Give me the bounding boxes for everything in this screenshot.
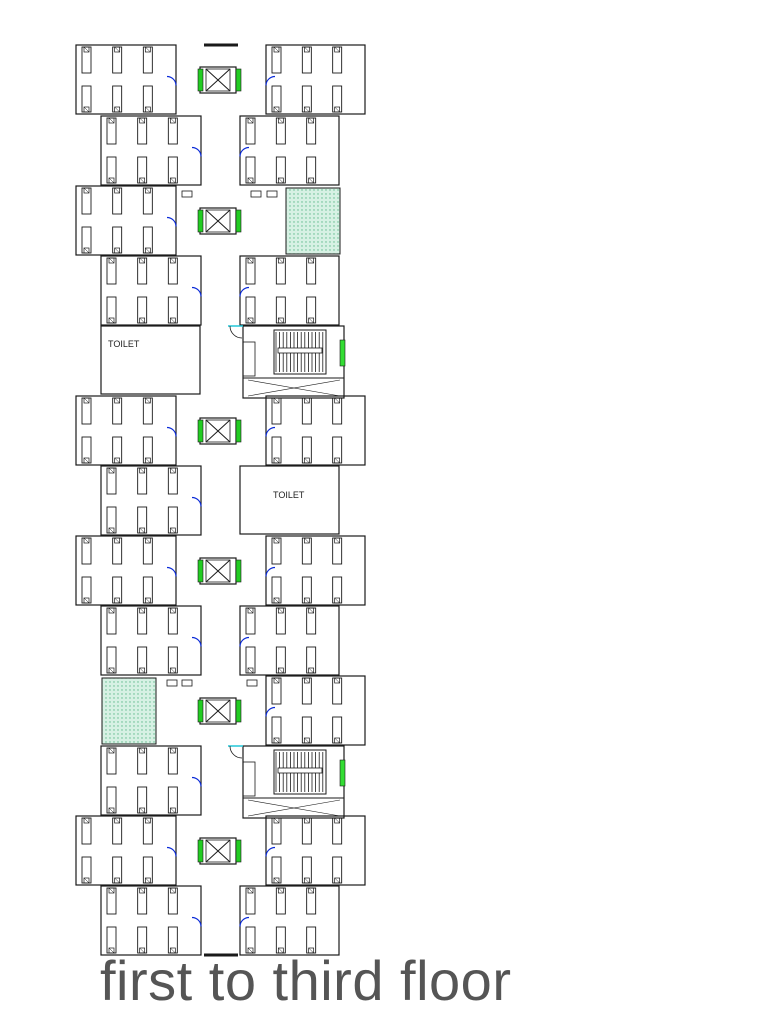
fixture-0	[181, 190, 193, 198]
hatched-shaft-lower	[101, 677, 157, 745]
fixture-4	[181, 679, 193, 687]
room-left-7	[100, 605, 202, 676]
room-left-4	[75, 395, 177, 466]
fixture-1	[250, 190, 262, 198]
room-right-4	[265, 395, 366, 466]
room-right-0	[265, 44, 366, 115]
room-right-1	[239, 115, 340, 186]
room-left-2	[75, 185, 177, 256]
hatched-shaft-upper	[285, 187, 341, 255]
room-left-10	[75, 815, 177, 886]
toilet-label-left: TOILET	[108, 339, 140, 349]
room-right-11	[239, 885, 340, 956]
fixture-2	[266, 190, 278, 198]
lift-core-2	[197, 207, 242, 235]
lift-core-0	[197, 66, 242, 94]
lift-cores	[166, 43, 278, 957]
room-right-8	[265, 675, 366, 746]
stair-core-upper	[228, 325, 346, 399]
room-left-5	[100, 465, 202, 536]
special-areas: TOILET TOILET	[100, 187, 341, 745]
room-left-3	[100, 255, 202, 326]
room-cells	[75, 44, 366, 956]
toilet-room-right	[239, 465, 340, 535]
toilet-label-right: TOILET	[273, 490, 305, 500]
lift-core-8	[197, 697, 242, 725]
drawing-caption: first to third floor	[100, 949, 512, 1012]
fixture-5	[246, 679, 258, 687]
toilet-room-left	[100, 325, 201, 395]
room-left-0	[75, 44, 177, 115]
stair-cores	[228, 325, 346, 819]
stair-core-lower	[228, 745, 346, 819]
lift-core-6	[197, 557, 242, 585]
lift-core-10	[197, 837, 242, 865]
fixture-3	[166, 679, 178, 687]
room-left-6	[75, 535, 177, 606]
room-left-1	[100, 115, 202, 186]
room-right-7	[239, 605, 340, 676]
room-right-10	[265, 815, 366, 886]
room-left-9	[100, 745, 202, 816]
lift-core-4	[197, 417, 242, 445]
room-left-11	[100, 885, 202, 956]
room-right-6	[265, 535, 366, 606]
room-right-3	[239, 255, 340, 326]
